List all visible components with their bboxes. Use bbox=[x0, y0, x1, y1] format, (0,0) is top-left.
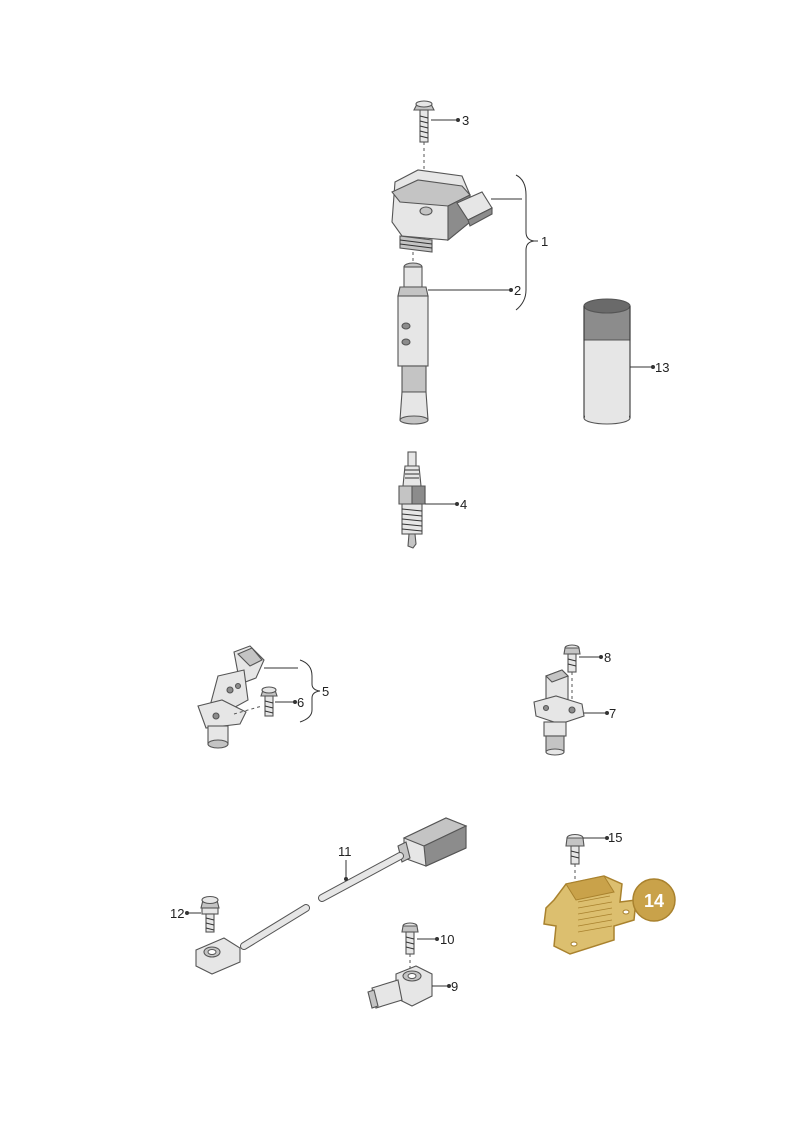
bolt-6-icon bbox=[260, 686, 278, 717]
label-10: 10 bbox=[440, 932, 454, 947]
ignition-coil-icon bbox=[391, 169, 493, 253]
bolt-15-icon bbox=[565, 833, 585, 880]
cable-11-icon bbox=[240, 852, 404, 950]
label-6: 6 bbox=[297, 695, 304, 710]
callout-2: 2 bbox=[428, 283, 521, 298]
callout-8: 8 bbox=[579, 650, 611, 665]
callout-4: 4 bbox=[425, 497, 467, 512]
connector-11-icon bbox=[397, 817, 468, 867]
bolt-8-icon bbox=[563, 644, 581, 700]
callout-6: 6 bbox=[275, 695, 304, 710]
callout-11: 11 bbox=[338, 844, 352, 881]
grease-container-icon bbox=[583, 298, 631, 425]
label-14: 14 bbox=[644, 891, 664, 911]
label-4: 4 bbox=[460, 497, 467, 512]
sensor-5-icon bbox=[197, 645, 265, 749]
knock-sensor-icon bbox=[195, 937, 241, 975]
callout-5: 5 bbox=[264, 659, 329, 723]
callout-9: 9 bbox=[432, 979, 458, 994]
label-1: 1 bbox=[541, 234, 548, 249]
bolt-3-icon bbox=[413, 100, 435, 176]
spark-plug-icon bbox=[398, 451, 426, 549]
circle-badge-icon: 14 bbox=[632, 878, 676, 922]
label-5: 5 bbox=[322, 684, 329, 699]
callout-12: 12 bbox=[170, 906, 201, 921]
label-13: 13 bbox=[655, 360, 669, 375]
label-12: 12 bbox=[170, 906, 184, 921]
sensor-9-icon bbox=[367, 965, 433, 1009]
callout-15: 15 bbox=[583, 830, 622, 845]
label-3: 3 bbox=[462, 113, 469, 128]
heat-shield-icon bbox=[543, 875, 637, 955]
label-9: 9 bbox=[451, 979, 458, 994]
sensor-7-icon bbox=[533, 669, 585, 756]
callout-13: 13 bbox=[630, 360, 669, 375]
label-11: 11 bbox=[338, 844, 352, 859]
coil-tube-icon bbox=[397, 252, 429, 425]
callout-10: 10 bbox=[417, 932, 454, 947]
label-15: 15 bbox=[608, 830, 622, 845]
label-2: 2 bbox=[514, 283, 521, 298]
callout-7: 7 bbox=[584, 706, 616, 721]
callout-3: 3 bbox=[431, 113, 469, 128]
label-8: 8 bbox=[604, 650, 611, 665]
callout-1: 1 bbox=[491, 174, 548, 311]
label-7: 7 bbox=[609, 706, 616, 721]
bolt-12-icon bbox=[200, 895, 220, 933]
bolt-10-icon bbox=[401, 922, 419, 972]
